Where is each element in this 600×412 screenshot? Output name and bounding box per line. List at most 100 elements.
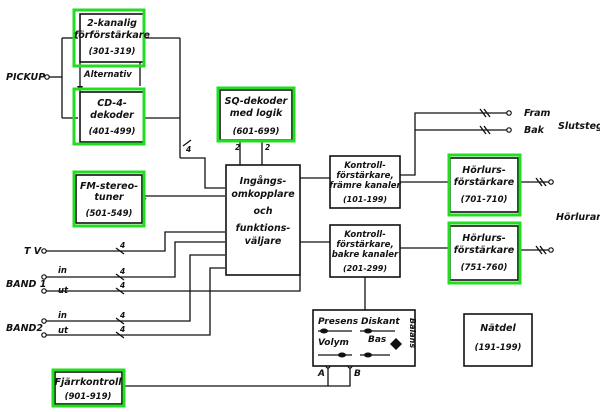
ctrl-front-line1: Kontroll- [344, 161, 386, 171]
alternative-label: Alternativ [83, 70, 132, 80]
remote-line1: Fjärrkontroll [54, 377, 122, 388]
tick [182, 139, 192, 147]
terminal [548, 247, 554, 253]
panel-treble: Diskant [361, 317, 400, 327]
wire-count-sq-b: 2 [265, 143, 270, 152]
wire-band2-in [45, 254, 225, 322]
wire-count-band2-in: 4 [120, 311, 125, 320]
ctrl-rear-line3: bakre kanaler [332, 250, 399, 260]
highlight-preamp-2ch [72, 8, 146, 68]
hp2-range: (751-760) [461, 263, 508, 273]
hp-amp-2-block [449, 225, 519, 281]
ctrl-rear-range: (201-299) [343, 264, 387, 273]
terminal [41, 248, 47, 254]
hp1-line2: förstärkare [454, 177, 515, 188]
switch-line5: väljare [245, 236, 282, 247]
panel-bass: Bas [368, 335, 387, 345]
headphones-label: Hörlurar [556, 212, 600, 223]
tick [539, 245, 547, 255]
tick [483, 108, 491, 118]
terminal [41, 332, 47, 338]
tick [539, 177, 547, 187]
terminal [548, 179, 554, 185]
tv-label: T V [24, 246, 42, 257]
tick [115, 273, 125, 281]
ctrl-front-line3: främre kanaler [329, 181, 401, 191]
cd4-line2: dekoder [90, 110, 135, 121]
slider-knob-treble [364, 328, 372, 334]
sq-line1: SQ-dekoder [225, 96, 289, 107]
remote-b-label: B [354, 369, 361, 379]
panel-balance: Balans [408, 318, 417, 348]
tick [535, 245, 543, 255]
wire-to-switch [180, 157, 225, 189]
terminal [41, 274, 47, 280]
control-panel-block [312, 309, 416, 367]
cd4-range: (401-499) [89, 127, 136, 137]
ctrl-front-line2: förstärkare, [336, 171, 393, 181]
band1-out-label: ut [58, 286, 69, 296]
switch-line3: och [254, 206, 273, 217]
wire-count-sq-a: 2 [235, 143, 240, 152]
rear-label: Bak [524, 125, 545, 136]
switch-line1: Ingångs- [240, 176, 287, 187]
fm-range: (501-549) [86, 209, 133, 219]
highlight-remote [51, 368, 126, 408]
highlight-cd4-decoder [72, 87, 146, 146]
power-block [463, 313, 533, 367]
panel-presence: Presens [318, 317, 359, 327]
tick [115, 287, 125, 295]
hp2-line1: Hörlurs- [462, 233, 506, 244]
output-stage-label: Slutsteg [558, 121, 600, 132]
wire-count-tv: 4 [120, 241, 125, 250]
wires [45, 37, 550, 387]
hp1-range: (701-710) [461, 195, 508, 205]
power-range: (191-199) [475, 343, 522, 353]
terminal [41, 288, 47, 294]
input-switch-block [225, 164, 301, 276]
slider-knob-presence [320, 328, 328, 334]
tick [479, 125, 487, 135]
switch-line4: funktions- [236, 223, 291, 234]
slider-knob-volume [338, 352, 346, 358]
hp2-line2: förstärkare [454, 245, 515, 256]
balance-knob-icon [390, 338, 402, 350]
wire-remote [122, 366, 351, 387]
tick [483, 125, 491, 135]
preamp-2ch-line1: 2-kanalig [87, 18, 137, 29]
tick [115, 331, 125, 339]
tick [115, 317, 125, 325]
sq-line2: med logik [230, 108, 283, 119]
sq-range: (601-699) [233, 127, 280, 137]
fm-line1: FM-stereo- [80, 181, 138, 192]
panel-volume: Volym [318, 338, 349, 348]
terminal [44, 74, 50, 80]
band2-out-label: ut [58, 326, 69, 336]
band2-in-label: in [58, 311, 67, 321]
wire-band1-out [45, 275, 301, 292]
ctrl-rear-line1: Kontroll- [344, 230, 386, 240]
highlight-fm-tuner [72, 170, 146, 228]
tick [535, 177, 543, 187]
cd4-line1: CD-4- [97, 98, 127, 109]
wire-count-band1-out: 4 [120, 281, 125, 290]
remote-range: (901-919) [65, 392, 112, 402]
slider-knob-bass [364, 352, 372, 358]
tick [115, 247, 125, 255]
wire-count-band1-in: 4 [120, 267, 125, 276]
wire-count-band2-out: 4 [120, 325, 125, 334]
remote-a-label: A [317, 369, 325, 379]
highlight-hp-amp-2 [447, 221, 522, 285]
fm-tuner-block [75, 174, 143, 224]
preamp-2ch-block [79, 13, 145, 63]
wire-tv [45, 231, 225, 252]
switch-line2: omkopplare [231, 189, 295, 200]
ctrl-front-block [329, 155, 401, 209]
front-label: Fram [524, 108, 551, 119]
highlight-frames [51, 8, 522, 408]
hp-amp-1-block [449, 157, 519, 213]
wire-front-bus [400, 112, 508, 176]
tick [479, 108, 487, 118]
wire-ticks [115, 108, 547, 339]
